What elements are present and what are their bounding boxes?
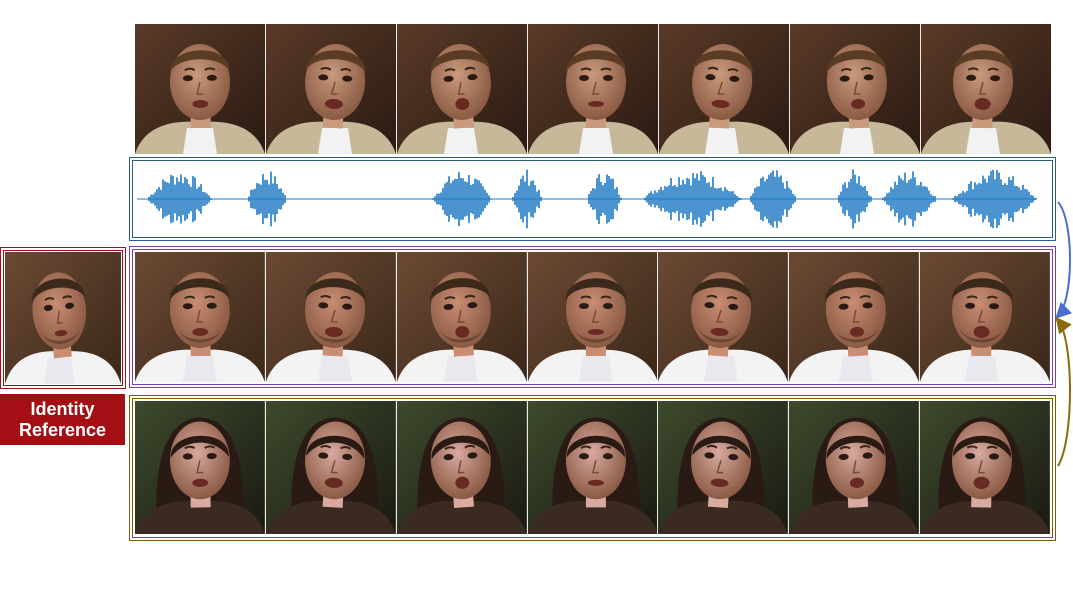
video-frame xyxy=(921,24,1051,154)
generated-video-row xyxy=(135,252,1050,382)
video-frame xyxy=(397,24,528,154)
generated-video-box xyxy=(129,246,1056,388)
video-frame xyxy=(789,252,921,382)
identity-reference-label: Identity Reference xyxy=(0,394,125,445)
arrows-overlay xyxy=(1055,201,1073,467)
video-frame xyxy=(789,401,921,534)
video-frame xyxy=(396,252,528,382)
video-frame xyxy=(658,401,790,534)
identity-reference-image xyxy=(5,252,121,384)
identity-reference-label-line2: Reference xyxy=(18,419,107,440)
audio-waveform-box xyxy=(129,157,1056,241)
driving-video-row xyxy=(135,24,1051,154)
motion-video-box xyxy=(129,395,1056,541)
motion-video-row xyxy=(135,401,1050,534)
video-frame xyxy=(396,401,528,534)
motion-to-generated-arrow xyxy=(1055,316,1072,467)
video-frame xyxy=(527,401,659,534)
identity-reference-label-line1: Identity xyxy=(30,398,95,419)
video-frame xyxy=(528,24,659,154)
identity-reference-box xyxy=(0,247,126,389)
video-frame xyxy=(265,401,397,534)
video-frame xyxy=(135,24,266,154)
audio-waveform xyxy=(137,169,1037,229)
video-frame xyxy=(920,252,1050,382)
video-frame xyxy=(920,401,1050,534)
audio-to-generated-arrow xyxy=(1055,201,1073,319)
video-frame xyxy=(659,24,790,154)
video-frame xyxy=(658,252,790,382)
video-frame xyxy=(135,401,266,534)
video-frame xyxy=(265,252,397,382)
video-frame xyxy=(266,24,397,154)
video-frame xyxy=(790,24,921,154)
video-frame xyxy=(135,252,266,382)
video-frame xyxy=(527,252,659,382)
